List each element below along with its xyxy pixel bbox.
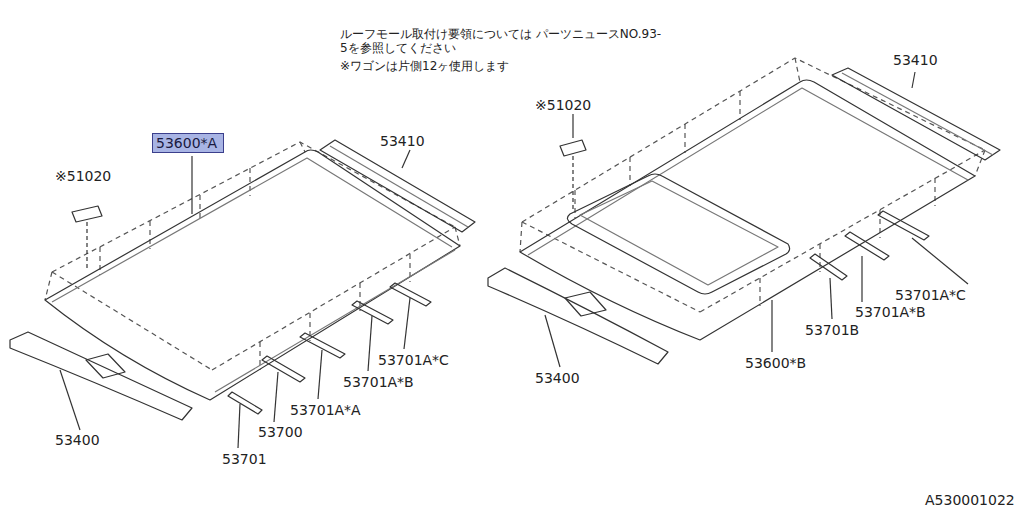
callout-number: 53410: [380, 133, 425, 149]
callout-number: 53400: [55, 432, 100, 448]
callout-number: 53701A*B: [855, 304, 926, 320]
callout-number: 53701A*C: [378, 352, 449, 368]
callout-number: 53410: [893, 52, 938, 68]
note-text: ルーフモール取付け要領については パーツニュースNO.93-5を参照してください: [340, 28, 670, 56]
highlighted-part-number: 53600*A: [152, 133, 224, 153]
callout-number: 53700: [258, 424, 303, 440]
callout-number: ※51020: [535, 97, 591, 113]
callout-number: 53701A*A: [290, 402, 361, 418]
callout-number: 53400: [535, 370, 580, 386]
callout-number: 53701: [222, 451, 267, 467]
note-text: ※ワゴンは片側12ヶ使用します: [340, 60, 670, 74]
callout-number: A530001022: [925, 492, 1015, 508]
callout-number: 53701A*C: [895, 287, 966, 303]
callout-number: 53701A*B: [343, 374, 414, 390]
callout-number: 53600*B: [745, 355, 806, 371]
part-number: 53600*A: [153, 134, 223, 152]
callout-number: ※51020: [55, 168, 111, 184]
callout-number: 53701B: [805, 322, 859, 338]
